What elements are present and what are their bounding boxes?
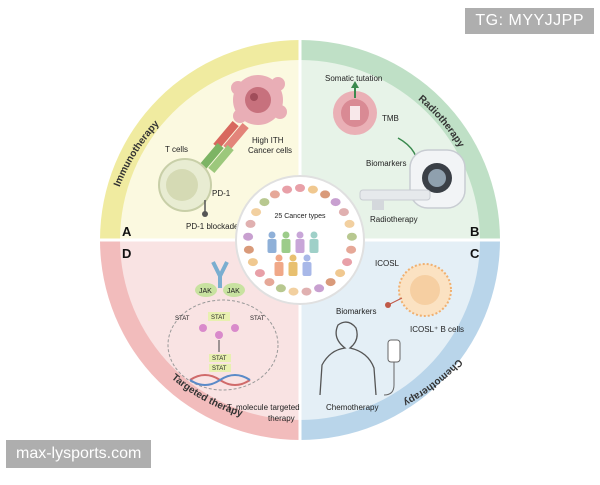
people-icon-group <box>267 231 319 276</box>
watermark-bottom: max-lysports.com <box>6 440 152 468</box>
label-icosl-b-cells: ICOSL⁺ B cells <box>410 325 464 334</box>
iv-drip-icon <box>383 339 401 396</box>
label-stat-dimer-bottom: STAT <box>212 366 227 372</box>
organ-icon <box>301 287 312 296</box>
organ-icon <box>264 278 275 287</box>
label-icosl: ICOSL <box>375 259 400 268</box>
cell-outline <box>167 299 279 391</box>
label-high-ith: High ITH <box>252 136 284 145</box>
center-label: 25 Cancer types <box>275 213 326 220</box>
icosl-pointer <box>389 297 403 305</box>
person-icon <box>295 231 305 253</box>
receptor-icon <box>211 261 229 288</box>
person-icon <box>302 254 312 276</box>
label-stat-dimer-top: STAT <box>212 356 227 362</box>
organ-icon <box>325 278 336 287</box>
t-cell-icon <box>158 158 212 212</box>
organ-icon <box>344 219 355 228</box>
label-tmb: TMB <box>382 114 399 123</box>
person-icon <box>281 231 291 253</box>
phospho-icon <box>231 324 239 332</box>
jak-left-shape <box>195 283 217 297</box>
label-chemotherapy: Chemotherapy <box>326 403 378 412</box>
organ-icon <box>307 185 318 194</box>
organ-icon <box>259 198 270 207</box>
label-cancer-cells: Cancer cells <box>248 146 292 155</box>
b-cell-icon <box>398 263 452 317</box>
label-stat-left: STAT <box>175 316 190 322</box>
patient-silhouette-icon <box>319 321 377 396</box>
label-radiotherapy: Radiotherapy <box>370 215 418 224</box>
label-pd1-blockade: PD-1 blockade <box>186 222 239 231</box>
letter-c: C <box>470 246 480 261</box>
label-biomarkers-b: Biomarkers <box>366 159 406 168</box>
label-stat-center: STAT <box>211 315 226 321</box>
label-jak-right: JAK <box>227 288 240 295</box>
organ-icon <box>330 198 341 207</box>
organ-icon <box>254 269 265 278</box>
dna-helix-icon <box>189 374 251 386</box>
person-icon <box>274 254 284 276</box>
organ-icon-ring <box>243 184 357 296</box>
organ-icon <box>295 184 305 192</box>
label-t-cells: T cells <box>165 145 188 154</box>
receptor-complex-icon <box>198 120 249 174</box>
tumor-cell-icon <box>333 91 377 135</box>
person-icon <box>267 231 277 253</box>
organ-icon <box>243 232 254 241</box>
label-molecule-prefix: T <box>227 403 232 412</box>
organ-icon <box>338 208 349 217</box>
label-pd1: PD-1 <box>212 189 231 198</box>
organ-icon <box>275 284 286 293</box>
organ-icon <box>346 245 357 254</box>
mutation-arrowhead-icon <box>351 81 359 88</box>
label-molecule-targeted: molecule targeted <box>236 403 300 412</box>
letter-d: D <box>122 246 131 261</box>
organ-icon <box>245 219 256 228</box>
icosl-marker-icon <box>385 302 391 308</box>
organ-icon <box>247 258 258 267</box>
stat-dimer-bottom <box>209 364 231 372</box>
stat-center-box <box>208 312 230 321</box>
label-biomarkers-c: Biomarkers <box>336 307 376 316</box>
ct-scanner-icon <box>359 149 466 210</box>
label-jak-left: JAK <box>199 288 212 295</box>
cancer-cell-icon <box>231 75 287 125</box>
organ-icon <box>243 245 254 254</box>
person-icon <box>309 231 319 253</box>
stat-dimer-top <box>209 354 231 362</box>
organ-icon <box>282 185 293 194</box>
label-stat-right: STAT <box>250 316 265 322</box>
letter-b: B <box>470 224 479 239</box>
pd1-marker-icon <box>202 211 208 217</box>
letter-a: A <box>122 224 132 239</box>
organ-icon <box>335 269 346 278</box>
organ-icon <box>346 232 357 241</box>
organ-icon <box>251 208 262 217</box>
jak-right-shape <box>223 283 245 297</box>
organ-icon <box>314 284 325 293</box>
watermark-top: TG: MYYJJPP <box>465 8 594 34</box>
organ-icon <box>320 190 331 199</box>
person-icon <box>288 254 298 276</box>
phospho-icon <box>199 324 207 332</box>
organ-icon <box>342 258 353 267</box>
label-targeted-therapy: therapy <box>268 414 295 423</box>
organ-icon <box>288 287 299 296</box>
organ-icon <box>269 190 280 199</box>
phospho-icon <box>215 331 223 339</box>
label-somatic-mutation: Somatic tutation <box>325 74 382 83</box>
